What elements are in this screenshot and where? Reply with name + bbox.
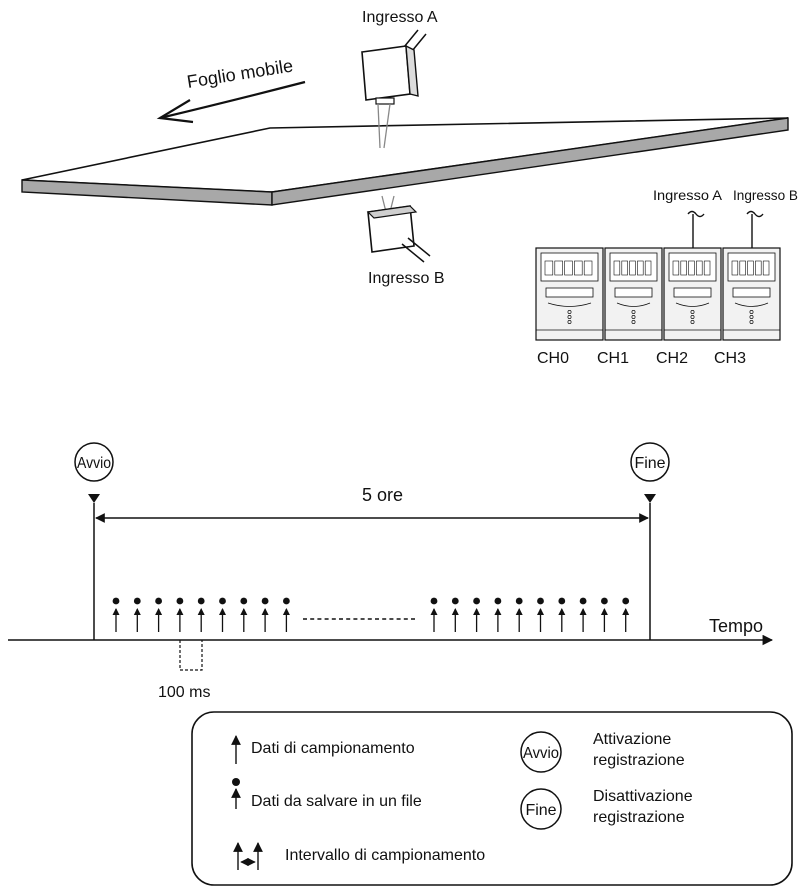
moving-sheet-plate xyxy=(21,117,789,206)
moving-sheet-label: Foglio mobile xyxy=(185,55,294,92)
sample-marker xyxy=(451,597,459,632)
end-marker: Fine xyxy=(630,442,670,640)
input-a-label: Ingresso A xyxy=(362,9,438,26)
sample-marker xyxy=(112,597,120,632)
controller-unit-ch2 xyxy=(663,247,722,341)
controller-unit-ch0 xyxy=(535,247,604,341)
sensor-a-icon xyxy=(361,29,427,149)
legend-sampling-interval: Intervallo di campionamento xyxy=(285,847,485,864)
sample-marker xyxy=(282,597,290,632)
sample-marker xyxy=(240,597,248,632)
legend-start-symbol-label: Avvio xyxy=(523,745,559,762)
timeline: Avvio Fine 5 ore Tempo 100 ms xyxy=(8,442,774,701)
end-marker-label: Fine xyxy=(634,455,665,472)
cable-a xyxy=(687,210,705,248)
controller-units: Ingresso A Ingresso B CH0 CH1 CH2 CH3 xyxy=(535,187,798,367)
controller-unit-ch1 xyxy=(604,247,663,341)
file-data-arrow-icon xyxy=(231,778,241,809)
time-axis-label: Tempo xyxy=(709,616,763,636)
sample-marker xyxy=(176,597,184,632)
duration-label: 5 ore xyxy=(362,485,403,505)
sample-marker xyxy=(558,597,566,632)
sample-marker xyxy=(261,597,269,632)
sample-marker xyxy=(579,597,587,632)
sample-marker xyxy=(133,597,141,632)
sample-marker xyxy=(473,597,481,632)
channel-label-ch3: CH3 xyxy=(714,350,746,367)
legend-start-symbol: Avvio xyxy=(520,731,562,773)
cable-label-b: Ingresso B xyxy=(733,187,798,203)
sample-marker xyxy=(622,597,630,632)
cable-b xyxy=(746,210,764,248)
start-marker: Avvio xyxy=(74,442,114,640)
sample-marker xyxy=(600,597,608,632)
sensor-b-icon xyxy=(366,195,431,263)
interval-label: 100 ms xyxy=(158,684,210,701)
sample-marker xyxy=(155,597,163,632)
input-b-label: Ingresso B xyxy=(368,270,444,287)
channel-label-ch2: CH2 xyxy=(656,350,688,367)
interval-box xyxy=(179,640,203,671)
sample-marker xyxy=(219,597,226,632)
legend-end-symbol: Fine xyxy=(520,788,562,830)
controller-unit-ch3 xyxy=(722,247,781,341)
legend-end-desc-line1: Disattivazione xyxy=(593,788,693,805)
sensor-setup: Foglio mobile Ingresso A Ingresso B xyxy=(21,9,789,287)
legend-end-desc-line2: registrazione xyxy=(593,809,685,826)
sample-marker xyxy=(537,597,544,632)
legend-box: Dati di campionamento Dati da salvare in… xyxy=(191,711,793,886)
channel-label-ch0: CH0 xyxy=(537,350,569,367)
start-marker-label: Avvio xyxy=(77,455,111,472)
legend-start-desc-line2: registrazione xyxy=(593,752,685,769)
sampling-interval-icon xyxy=(233,842,263,870)
sample-marker xyxy=(515,597,523,632)
channel-label-ch1: CH1 xyxy=(597,350,629,367)
sample-marker xyxy=(197,597,205,632)
legend-start-desc-line1: Attivazione xyxy=(593,731,671,748)
legend-file-data: Dati da salvare in un file xyxy=(251,793,422,810)
moving-direction-arrow xyxy=(156,80,306,124)
cable-label-a: Ingresso A xyxy=(653,187,723,203)
legend-sampling-data: Dati di campionamento xyxy=(251,740,415,757)
sample-marker xyxy=(494,597,502,632)
sample-marker xyxy=(430,597,438,632)
legend-end-symbol-label: Fine xyxy=(525,802,556,819)
